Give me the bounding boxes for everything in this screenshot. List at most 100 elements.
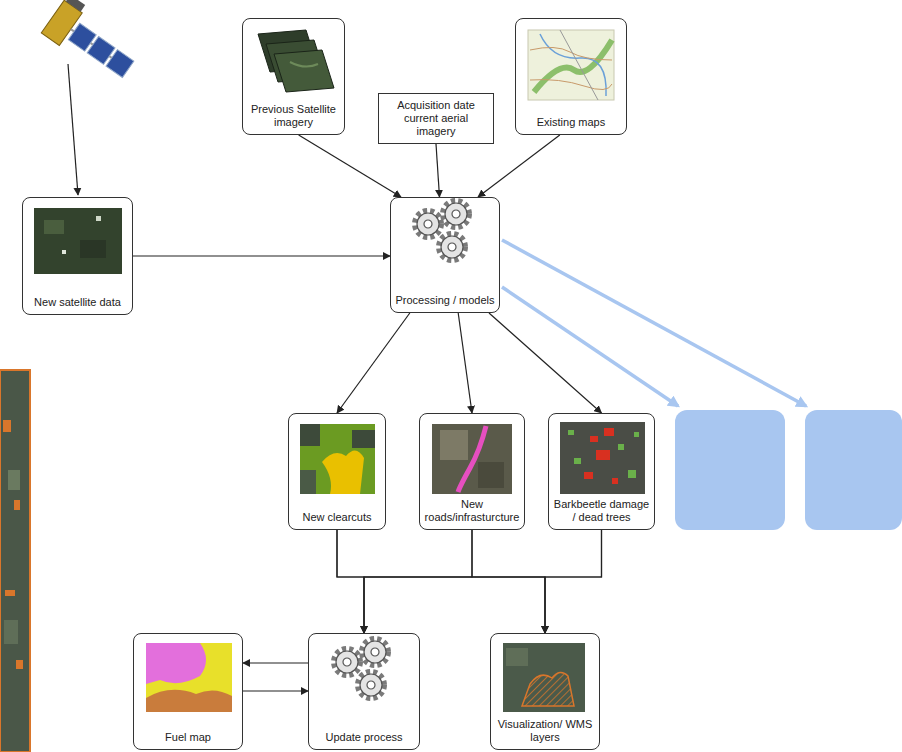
process-box: Visualization/ WMS layers: [490, 633, 600, 750]
aerial-image: [560, 422, 645, 494]
terrain-patch: [8, 470, 20, 490]
healthy-tree: [634, 432, 639, 437]
future-arrow: [502, 240, 806, 406]
box-label: Fuel map: [138, 731, 238, 744]
flow-arrow: [545, 530, 602, 633]
overlay-polygon: [522, 672, 574, 706]
healthy-tree: [574, 458, 581, 464]
future-arrow: [502, 287, 678, 406]
box-label: Processing / models: [395, 294, 495, 307]
gear: [439, 234, 465, 260]
process-box: New clearcuts: [288, 413, 386, 530]
gear: [443, 201, 469, 227]
texture: [478, 462, 504, 488]
gear: [415, 211, 441, 237]
map-strip: [0, 370, 30, 752]
flow-arrow: [337, 313, 410, 413]
forest-class: [352, 430, 375, 448]
gear: [362, 639, 388, 665]
road-line: [458, 426, 486, 492]
gear: [358, 672, 384, 698]
forest-class: [300, 424, 320, 446]
damage-patch: [5, 590, 15, 596]
damage-patch: [3, 420, 11, 432]
downlink-arrow: [68, 64, 78, 195]
satellite-icon: [41, 0, 144, 86]
forest-class: [300, 424, 375, 494]
road-image: [432, 424, 512, 494]
dead-tree: [604, 428, 614, 436]
process-box: Previous Satellite imagery: [242, 18, 345, 135]
process-box: New satellite data: [22, 197, 133, 315]
damage-patch: [16, 660, 23, 669]
process-box: New roads/infrasturcture: [419, 413, 525, 530]
placeholder-box: [805, 410, 902, 530]
gear: [334, 649, 360, 675]
satellite-antenna: [66, 0, 85, 12]
fuel-image: [146, 643, 232, 712]
flow-arrow: [243, 662, 308, 663]
satellite-image: [34, 208, 122, 274]
box-label: New roads/infrasturcture: [424, 498, 520, 524]
healthy-tree: [618, 444, 624, 450]
flow-arrow: [364, 530, 602, 633]
box-label: Barkbeetle damage / dead trees: [553, 498, 650, 524]
box-label: Existing maps: [520, 116, 622, 129]
box-label: Update process: [313, 731, 415, 744]
damage-patch: [14, 500, 20, 510]
dead-tree: [590, 436, 598, 442]
flow-arrow: [337, 530, 545, 633]
dead-tree: [596, 450, 610, 460]
texture: [440, 430, 468, 460]
process-box: Fuel map: [133, 633, 243, 750]
flow-arrow: [489, 313, 602, 413]
terrain-patch: [4, 620, 18, 644]
texture: [80, 240, 106, 258]
texture: [96, 216, 101, 221]
box-label: Previous Satellite imagery: [247, 103, 340, 129]
satellite-scene: [34, 208, 122, 274]
fuel-class: [146, 643, 206, 684]
clearcut-area: [322, 450, 364, 494]
texture: [62, 250, 66, 254]
flow-arrow: [472, 530, 545, 633]
input-box: Acquisition date current aerial imagery: [378, 93, 494, 144]
box-label: Acquisition date current aerial imagery: [383, 99, 489, 138]
flow-arrow: [337, 530, 364, 633]
aerial-strip: [0, 370, 30, 752]
map-sheet: [528, 30, 614, 100]
aerial-image: [503, 643, 585, 712]
wms-image: [503, 643, 585, 712]
fuel-class: [146, 643, 232, 712]
flow-arrow: [299, 135, 401, 197]
flow-arrow: [478, 135, 560, 197]
box-label: New clearcuts: [293, 511, 381, 524]
flow-arrow: [364, 530, 472, 633]
solar-panel: [106, 50, 134, 78]
placeholder-box: [675, 410, 785, 530]
texture: [290, 62, 318, 67]
box-label: Visualization/ WMS layers: [495, 718, 595, 744]
flow-arrow: [436, 144, 440, 197]
topo-map: [528, 30, 614, 100]
satellite-tile: [274, 50, 334, 92]
image-stack: [258, 30, 334, 92]
aerial-image: [432, 424, 512, 494]
flow-arrow: [243, 690, 308, 691]
process-box: Barkbeetle damage / dead trees: [548, 413, 655, 530]
map-road: [560, 30, 598, 100]
texture: [44, 220, 64, 234]
fuel-class: [146, 690, 232, 712]
process-box: Processing / models: [390, 197, 500, 313]
contour: [530, 80, 612, 90]
dead-tree: [584, 472, 593, 479]
gears-icon: [334, 639, 388, 698]
gears-icon: [415, 201, 469, 260]
clearcut-image: [300, 424, 375, 494]
healthy-tree: [628, 470, 636, 478]
process-box: Existing maps: [515, 18, 627, 135]
healthy-tree: [568, 430, 574, 435]
flow-arrow: [458, 313, 472, 413]
dead-tree: [612, 478, 618, 484]
flow-arrow: [133, 255, 390, 256]
